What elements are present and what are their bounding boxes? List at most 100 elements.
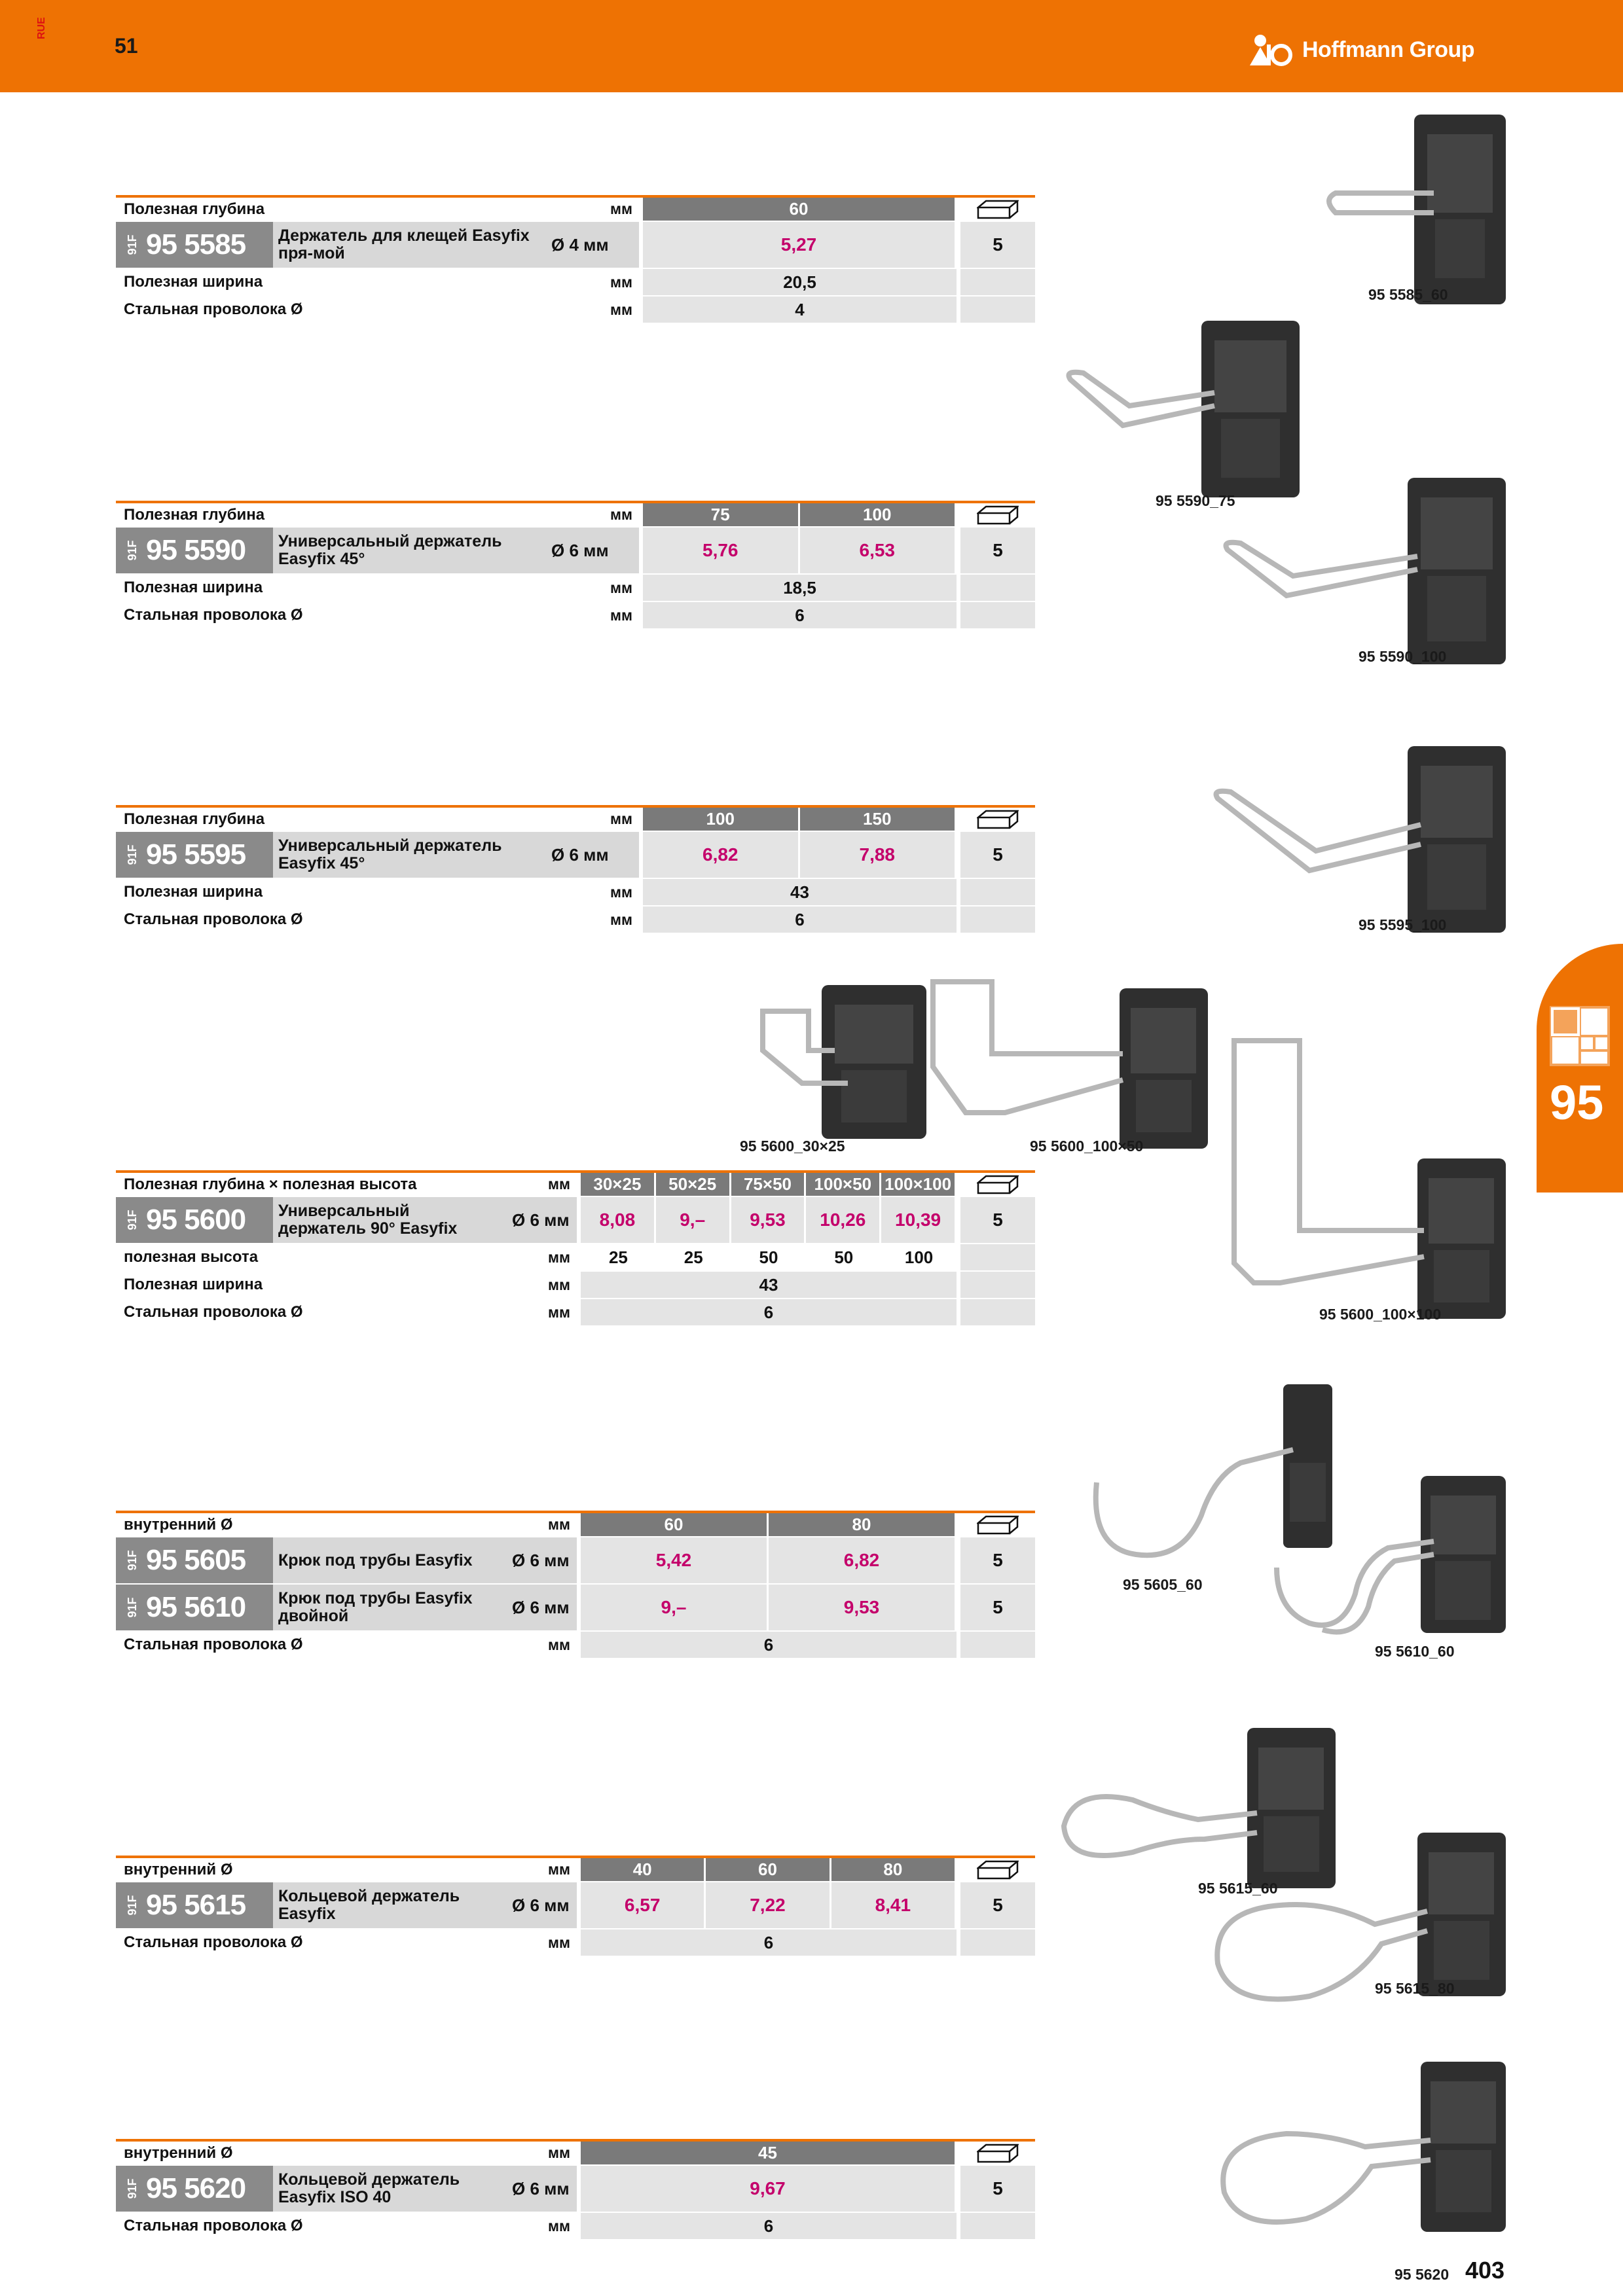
price-cell: 9,53 [731,1197,807,1243]
wire-diameter: Ø 6 мм [512,1210,570,1230]
wire-diameter: Ø 4 мм [551,234,609,255]
spec-pack-blank [960,1272,1035,1298]
table-header-label: Полезная глубина [124,505,265,524]
pack-quantity: 5 [960,1585,1035,1630]
price-cell: 8,41 [831,1882,955,1928]
box-icon [977,1860,1019,1879]
unit-label: мм [548,1248,571,1266]
spec-pack-blank [960,879,1035,905]
image-caption: 95 5590_75 [1156,492,1235,509]
unit-label: мм [610,606,633,624]
spec-label: Стальная проволока Ø [124,1636,303,1653]
column-header: 45 [581,2142,955,2164]
spec-value: 25 [655,1244,731,1270]
box-icon [977,1515,1019,1534]
hoffmann-logo-icon [1250,35,1292,66]
price-cell: 5,76 [643,528,800,573]
spec-value: 4 [643,296,957,323]
spec-value: 43 [581,1272,957,1298]
product-description: Кольцевой держатель Easyfix [278,1887,460,1923]
spec-row: Полезная ширина мм 43 [116,1272,1035,1299]
article-cell [116,222,273,268]
article-cell [116,1197,273,1243]
article-number: 95 5585 [146,228,246,260]
pack-quantity: 5 [960,1882,1035,1928]
product-description: Универсальный держатель Easyfix 45° [278,532,502,568]
language-code: RUE [36,17,47,39]
product-description: Крюк под трубы Easyfix двойной [278,1589,473,1625]
spec-label: полезная высота [124,1248,259,1266]
price-cell: 8,08 [581,1197,656,1243]
chapter-tab[interactable]: 95 [1537,944,1623,1193]
article-number: 95 5590 [146,534,246,566]
table-header-label: Полезная глубина [124,200,265,218]
column-header: 100×50 [806,1173,882,1196]
article-number: 95 5610 [146,1591,246,1623]
unit-label: мм [548,2144,571,2161]
product-image-955590-100 [1223,478,1506,664]
wire-diameter: Ø 6 мм [512,2178,570,2198]
spec-value: 43 [643,879,957,905]
spec-pack-blank [960,1244,1035,1270]
spec-value: 18,5 [643,575,957,601]
price-cell: 7,22 [706,1882,831,1928]
spec-label: Стальная проволока Ø [124,2217,303,2234]
unit-label: мм [548,1276,571,1293]
product-description: Универсальный держатель 90° Easyfix [278,1202,458,1238]
product-description: Крюк под трубы Easyfix [278,1551,473,1570]
image-caption: 95 5590_100 [1359,648,1447,665]
column-header: 75×50 [731,1173,807,1196]
pack-quantity: 5 [960,1197,1035,1243]
product-image-955600-100x100 [1231,1038,1506,1319]
box-icon [977,810,1019,829]
spec-value: 6 [643,602,957,628]
wire-diameter: Ø 6 мм [512,1895,570,1915]
price-cell: 7,88 [799,832,955,878]
column-header: 150 [799,808,955,831]
spec-pack-blank [960,296,1035,323]
unit-label: мм [610,883,633,901]
spec-label: Стальная проволока Ø [124,1303,303,1321]
article-number: 95 5620 [146,2172,246,2204]
article-number: 95 5600 [146,1204,246,1236]
product-description: Держатель для клещей Easyfix пря-мой [278,226,530,262]
image-caption: 95 5600_100×100 [1319,1306,1442,1323]
product-image-955615-80 [1214,1833,1506,2002]
product-image-955595 [1213,746,1506,933]
product-image-955610 [1274,1476,1506,1635]
article-number: 95 5615 [146,1889,246,1921]
unit-label: мм [610,273,633,291]
spec-value: 25 [581,1244,656,1270]
hoffmann-logo: Hoffmann Group [1247,31,1475,68]
image-caption: 95 5595_100 [1359,916,1447,933]
product-description: Универсальный держатель Easyfix 45° [278,836,502,872]
pack-quantity: 5 [960,222,1035,268]
pack-header [960,198,1035,221]
spec-pack-blank [960,1929,1035,1956]
article-cell [116,1537,273,1583]
column-header: 100 [799,503,955,526]
box-icon [977,200,1019,219]
spec-pack-blank [960,906,1035,933]
spec-label: Полезная ширина [124,1276,263,1293]
unit-label: мм [548,1861,571,1878]
column-header: 60 [643,198,955,221]
price-cell: 6,82 [769,1537,955,1583]
price-cell: 9,– [581,1585,769,1630]
